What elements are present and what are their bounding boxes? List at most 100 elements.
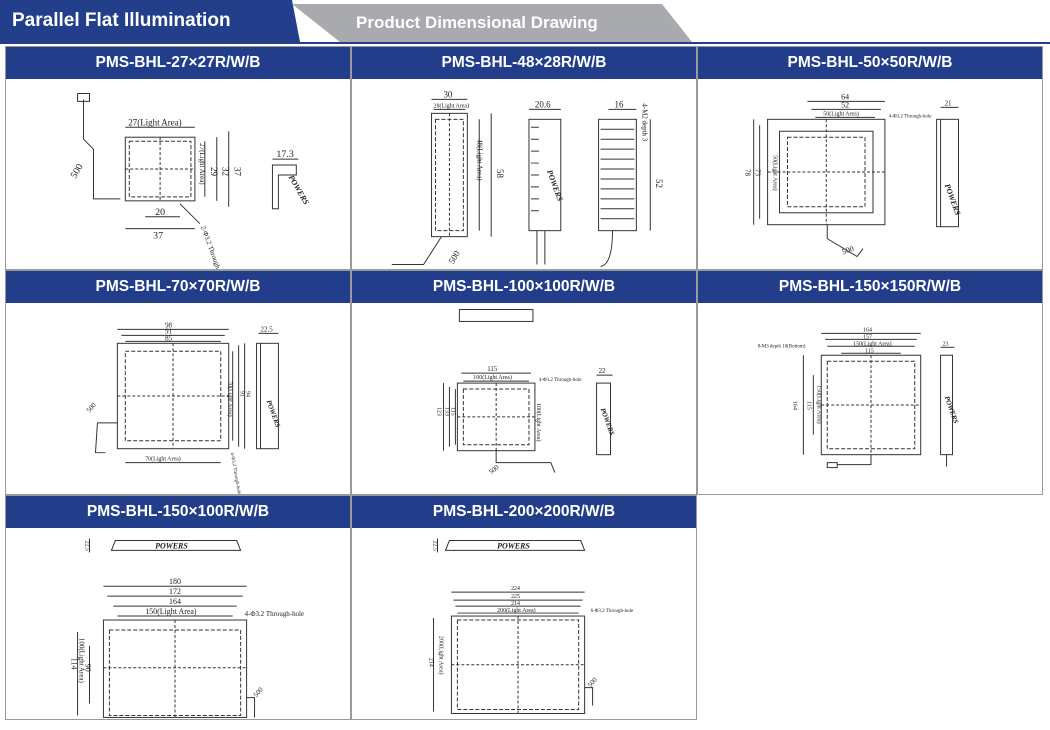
cable-length: 500 — [446, 248, 462, 265]
brand-logo: POWERS — [265, 399, 282, 429]
top-dim-b: 91 — [165, 327, 172, 335]
header-rule — [0, 42, 1050, 44]
product-title: PMS-BHL-150×100R/W/B — [6, 496, 350, 528]
light-label: 200(Light Area) — [497, 607, 536, 614]
right-light-label: 70(Light Area) — [227, 381, 234, 417]
light-width-label: 27(Light Area) — [128, 117, 181, 127]
dimensional-drawing: POWERS 22.5 224 225 214 200(Light Area) … — [352, 528, 696, 719]
brand-logo: POWERS — [287, 173, 311, 206]
vertical-light-label: 100(Light Area) — [78, 638, 86, 683]
bottom-dim-b: 37 — [153, 231, 163, 242]
light-label: 150(Light Area) — [145, 607, 197, 616]
cable-length: 500 — [841, 244, 855, 257]
top-dim: 115 — [487, 365, 498, 373]
top-dim-a: 180 — [169, 577, 181, 586]
top-dim: 30 — [443, 89, 452, 99]
section-header: Parallel Flat Illumination Product Dimen… — [0, 0, 1050, 44]
side-depth: 17.3 — [276, 149, 293, 160]
vertical-light-label: 27(Light Area) — [198, 143, 206, 184]
left-dim-a: 214 — [428, 658, 434, 667]
vertical-light-label: 50(Light Area) — [772, 155, 779, 191]
dimensional-drawing: 115 100(Light Area) 4-Φ3.2 Through-hole … — [352, 303, 696, 494]
right-dim-a: 29 — [209, 167, 219, 176]
brand-logo: POWERS — [497, 541, 530, 550]
brand-logo: POWERS — [943, 183, 963, 217]
bottom-light-label: 70(Light Area) — [145, 456, 181, 463]
product-cell-150x100: PMS-BHL-150×100R/W/B POWERS 22.5 180 172… — [5, 495, 351, 720]
product-title: PMS-BHL-150×150R/W/B — [698, 271, 1042, 303]
right-dim-b: 32 — [221, 167, 231, 176]
top-dim-b: 225 — [511, 594, 520, 600]
product-title: PMS-BHL-27×27R/W/B — [6, 47, 350, 79]
brand-logo: POWERS — [155, 541, 188, 550]
top-dim-b: 157 — [863, 334, 872, 340]
brand-logo: POWERS — [599, 407, 616, 437]
side-height: 22.5 — [84, 540, 90, 550]
light-label: 100(Light Area) — [473, 374, 512, 381]
top-dim-a: 224 — [511, 586, 520, 592]
right-dim-c: 37 — [233, 167, 243, 176]
vertical-light-label: 100(Light Area) — [535, 403, 542, 442]
top-dim-a: 164 — [863, 327, 872, 333]
brand-logo: POWERS — [545, 169, 565, 203]
left-dim-a: 114 — [70, 658, 79, 670]
right-vertical-dim: 52 — [654, 179, 664, 188]
dimensional-drawing: 500 27(Light Area) 20 37 29 32 37 27(Lig… — [6, 79, 350, 269]
product-title: PMS-BHL-48×28R/W/B — [352, 47, 696, 79]
side-dim: 22.5 — [261, 325, 274, 333]
left-dim-a: 123 — [436, 407, 442, 416]
inner-dim: 115 — [865, 348, 874, 354]
tab-parallel-flat-illumination[interactable]: Parallel Flat Illumination — [0, 0, 300, 42]
top-dim-c: 85 — [165, 334, 172, 342]
side-dim: 21 — [945, 99, 952, 107]
top-dim-c: 214 — [511, 601, 520, 607]
product-cell-200x200: PMS-BHL-200×200R/W/B POWERS 22.5 224 225… — [351, 495, 697, 720]
dimensional-drawing: 98 91 85 70(Light Area) 70(Light Area) 9… — [6, 303, 350, 494]
top-dim: 64 — [841, 92, 849, 101]
hole-callout: 2-Φ3.2 Through-hole — [199, 225, 227, 269]
dimensional-drawing: 64 52 50(Light Area) 4-Φ3.2 Through-hole… — [698, 79, 1042, 269]
vertical-light-label: 48(Light Area) — [475, 139, 483, 180]
top-dim-b: 172 — [169, 587, 181, 596]
top-dim-c: 164 — [169, 597, 181, 606]
left-dim-b: 115 — [805, 401, 811, 410]
right-dim-a: 91 — [239, 391, 245, 397]
light-top-label: 28(Light Area) — [434, 102, 470, 109]
product-cell-50x50: PMS-BHL-50×50R/W/B 64 52 50(Light Area) … — [697, 46, 1043, 270]
light-label: 50(Light Area) — [823, 110, 859, 117]
left-dim-c: 115 — [449, 407, 455, 416]
side-dim: 22 — [599, 367, 606, 375]
inner-dim: 52 — [841, 100, 849, 109]
vertical-light-label: 150(Light Area) — [815, 385, 822, 424]
dimensional-drawing: 30 28(Light Area) 48(Light Area) 58 500 … — [352, 79, 696, 269]
bottom-dim-a: 20 — [155, 207, 165, 218]
hole-callout: 4-Φ3.2 Through-hole — [889, 114, 932, 119]
right-dim-b: 94 — [245, 391, 251, 397]
cable-length: 500 — [487, 463, 501, 476]
product-cell-70x70: PMS-BHL-70×70R/W/B 98 91 85 70(Light Are… — [5, 270, 351, 495]
vertical-light-label: 200(Light Area) — [437, 636, 444, 675]
cable-length: 500 — [85, 401, 98, 415]
left-dim-a: 78 — [744, 169, 752, 176]
product-cell-150x150: PMS-BHL-150×150R/W/B 164 157 150(Light A… — [697, 270, 1043, 495]
tab-product-dimensional-drawing[interactable]: Product Dimensional Drawing — [292, 4, 692, 42]
top-dim-a: 98 — [165, 321, 172, 329]
right-depth: 16 — [614, 99, 623, 109]
cable-length: 500 — [69, 162, 86, 180]
hole-callout: 4-Φ3.2 Through-hole — [539, 378, 582, 383]
hole-callout: 4-Φ3.2 Through-hole — [229, 452, 241, 494]
left-dim-b: 90 — [84, 664, 93, 672]
side-dim: 23 — [943, 341, 949, 347]
light-label: 150(Light Area) — [853, 340, 892, 347]
product-title: PMS-BHL-70×70R/W/B — [6, 271, 350, 303]
product-cell-48x28: PMS-BHL-48×28R/W/B 30 28(Light Area) 48(… — [351, 46, 697, 270]
vertical-dim: 58 — [495, 169, 505, 178]
cable-length: 500 — [252, 685, 265, 699]
left-dim-b: 133 — [443, 407, 449, 416]
dimensional-drawing: POWERS 22.5 180 172 164 150(Light Area) … — [6, 528, 350, 719]
hole-callout: 6-Φ3.2 Through-hole — [591, 609, 634, 614]
hole-callout: 4-M2 depth 3 — [640, 103, 648, 141]
product-cell-100x100: PMS-BHL-100×100R/W/B 115 100(Light Area)… — [351, 270, 697, 495]
left-dim-b: 73 — [754, 169, 762, 176]
product-title: PMS-BHL-100×100R/W/B — [352, 271, 696, 303]
